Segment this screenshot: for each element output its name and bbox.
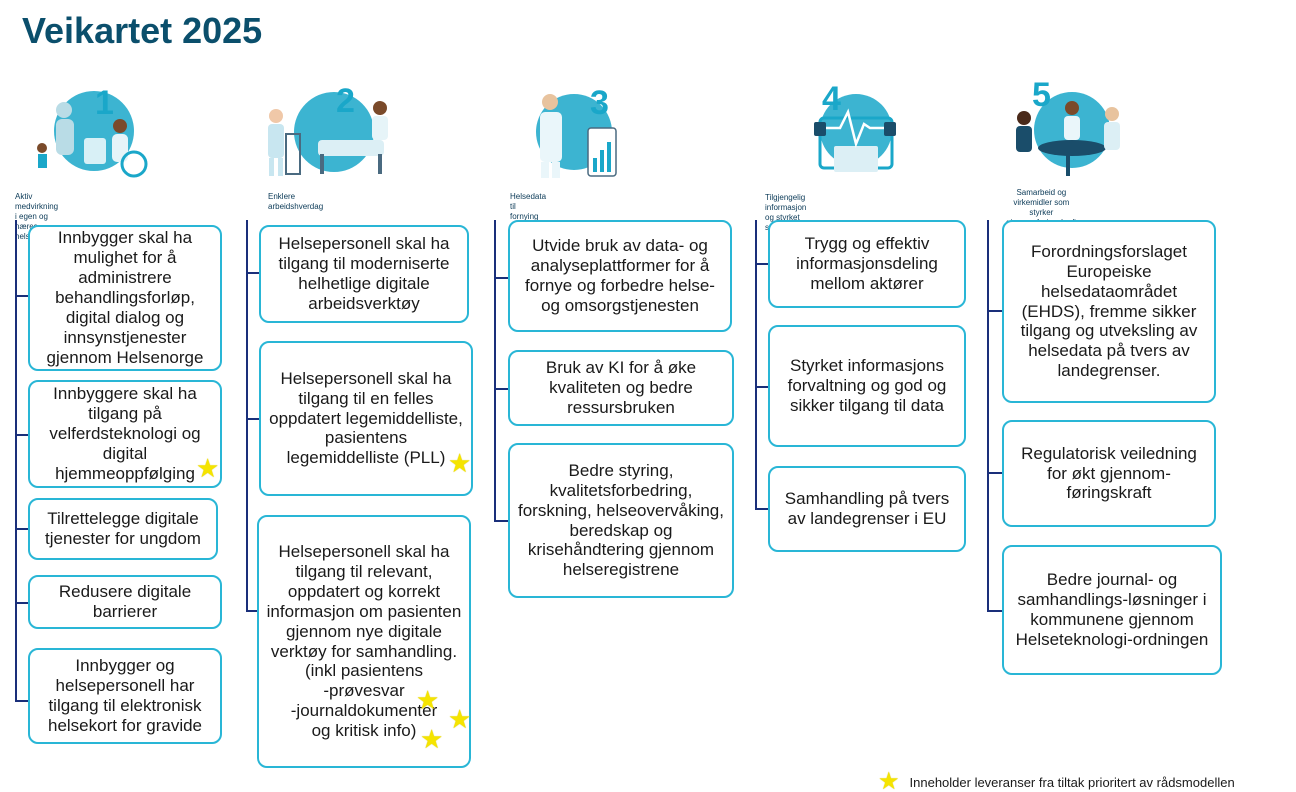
column-number: 1	[95, 84, 114, 122]
column-number: 3	[590, 84, 609, 122]
roadmap-item-text: Innbygger skal ha mulighet for å adminis…	[46, 228, 204, 367]
secure-laptop-icon	[814, 94, 896, 172]
roadmap-item: Innbygger og helsepersonell har tilgang …	[28, 648, 222, 744]
connector-spine	[246, 220, 248, 612]
roadmap-item: Samhandling på tvers av landegrenser i E…	[768, 466, 966, 552]
column-number: 2	[336, 82, 355, 120]
roadmap-item-text: Regulatorisk veiledning for økt gjennom-…	[1021, 443, 1197, 503]
connector-tick	[246, 272, 260, 274]
roadmap-item-text: Innbygger og helsepersonell har tilgang …	[47, 656, 203, 735]
connector-spine	[15, 220, 17, 702]
roadmap-item: Regulatorisk veiledning for økt gjennom-…	[1002, 420, 1216, 527]
roadmap-item-text: Forordningsforslaget Europeiske helsedat…	[1020, 241, 1198, 381]
roadmap-item: Helsepersonell skal ha tilgang til en fe…	[259, 341, 473, 496]
connector-tick	[15, 434, 29, 436]
roadmap-item: Trygg og effektiv informasjonsdeling mel…	[768, 220, 966, 308]
people-health-icon	[37, 91, 148, 178]
researcher-icon	[536, 94, 617, 178]
connector-spine	[494, 220, 496, 522]
hospital-bed-icon	[268, 92, 388, 176]
connector-tick	[755, 508, 769, 510]
connector-tick	[15, 528, 29, 530]
roadmap-item-text: Styrket informasjons forvaltning og god …	[787, 356, 947, 415]
connector-tick	[755, 263, 769, 265]
star-icon: ★	[448, 704, 472, 734]
roadmap-item: Styrket informasjons forvaltning og god …	[768, 325, 966, 447]
roadmap-item-text: Samhandling på tvers av landegrenser i E…	[784, 489, 950, 528]
connector-tick	[987, 310, 1003, 312]
page-title: Veikartet 2025	[22, 10, 263, 51]
connector-tick	[246, 610, 260, 612]
roadmap-item: Bedre styring, kvalitetsforbedring, fors…	[508, 443, 734, 598]
roadmap-item: Innbyggere skal ha tilgang på velferdste…	[28, 380, 222, 488]
legend-text: Inneholder leveranser fra tiltak priorit…	[909, 774, 1235, 790]
star-icon: ★	[416, 685, 440, 715]
roadmap-item-text: Redusere digitale barrierer	[58, 582, 192, 621]
column-number: 4	[822, 80, 841, 118]
connector-tick	[246, 418, 260, 420]
roadmap-item: Bedre journal- og samhandlings-løsninger…	[1002, 545, 1222, 675]
star-icon: ★	[196, 453, 220, 483]
connector-tick	[15, 295, 29, 297]
connector-tick	[494, 277, 508, 279]
roadmap-item: Tilrettelegge digitale tjenester for ung…	[28, 498, 218, 560]
star-icon: ★	[878, 768, 900, 792]
column-number: 5	[1032, 76, 1051, 114]
roadmap-item: Utvide bruk av data- og analyseplattform…	[508, 220, 732, 332]
roadmap-item: Innbygger skal ha mulighet for å adminis…	[28, 225, 222, 371]
roadmap-item-text: Tilrettelegge digitale tjenester for ung…	[45, 509, 201, 548]
connector-tick	[15, 602, 29, 604]
connector-tick	[494, 520, 508, 522]
roadmap-item: Redusere digitale barrierer	[28, 575, 222, 629]
roadmap-item-text: Helsepersonell skal ha tilgang til en fe…	[269, 368, 463, 468]
connector-spine	[755, 220, 757, 510]
column-label: Enklere arbeidshverdag	[268, 192, 324, 211]
roadmap-item: Bruk av KI for å øke kvaliteten og bedre…	[508, 350, 734, 426]
column-label: Aktiv medvirkning i egen og næres helse	[15, 192, 59, 241]
star-icon: ★	[420, 724, 444, 754]
roadmap-item-text: Bedre journal- og samhandlings-løsninger…	[1015, 570, 1209, 649]
roadmap-item: Helsepersonell skal ha tilgang til moder…	[259, 225, 469, 323]
roadmap-item-text: Trygg og effektiv informasjonsdeling mel…	[796, 234, 938, 293]
roadmap-item-text: Innbyggere skal ha tilgang på velferdste…	[49, 384, 201, 483]
roadmap-item: Helsepersonell skal ha tilgang til relev…	[257, 515, 471, 768]
connector-tick	[987, 472, 1003, 474]
meeting-icon	[1016, 92, 1120, 176]
roadmap-item-text: Utvide bruk av data- og analyseplattform…	[525, 236, 715, 315]
roadmap-item-text: Bedre styring, kvalitetsforbedring, fors…	[517, 460, 724, 580]
star-icon: ★	[448, 448, 472, 478]
roadmap-item: Forordningsforslaget Europeiske helsedat…	[1002, 220, 1216, 403]
connector-tick	[15, 700, 29, 702]
connector-tick	[987, 610, 1003, 612]
connector-tick	[755, 386, 769, 388]
roadmap-item-text: Helsepersonell skal ha tilgang til relev…	[266, 542, 462, 740]
roadmap-item-text: Helsepersonell skal ha tilgang til moder…	[278, 234, 450, 313]
roadmap-item-text: Bruk av KI for å øke kvaliteten og bedre…	[545, 358, 697, 417]
connector-spine	[987, 220, 989, 612]
connector-tick	[494, 388, 508, 390]
legend: ★ Inneholder leveranser fra tiltak prior…	[878, 770, 1235, 792]
